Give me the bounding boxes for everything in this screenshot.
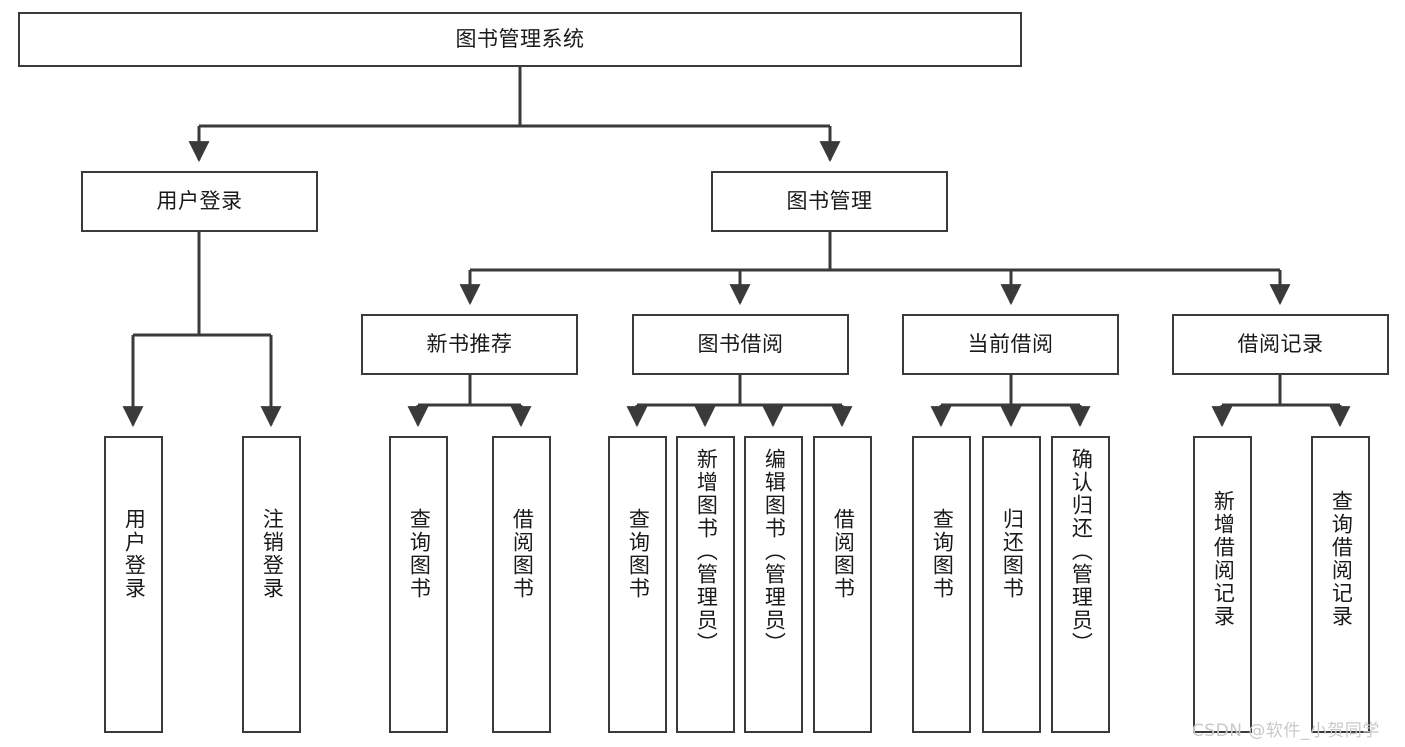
node-leaf-query-book-3-label: 查询图书 (930, 508, 955, 600)
node-current-borrow-label: 当前借阅 (967, 332, 1054, 357)
node-leaf-query-book-3[interactable]: 查询图书 (912, 436, 971, 733)
node-new-book-recommend[interactable]: 新书推荐 (361, 314, 578, 375)
node-leaf-logout-login[interactable]: 注销登录 (242, 436, 301, 733)
node-leaf-user-login[interactable]: 用户登录 (104, 436, 163, 733)
node-leaf-add-record-label: 新增借阅记录 (1211, 490, 1236, 628)
node-current-borrow[interactable]: 当前借阅 (902, 314, 1119, 375)
node-leaf-query-record[interactable]: 查询借阅记录 (1311, 436, 1370, 733)
node-leaf-query-book-1-label: 查询图书 (407, 508, 432, 600)
node-leaf-return-book[interactable]: 归还图书 (982, 436, 1041, 733)
node-leaf-logout-login-label: 注销登录 (260, 508, 285, 600)
node-leaf-add-book-label: 新增图书（管理员） (694, 448, 719, 655)
node-leaf-user-login-label: 用户登录 (122, 508, 147, 600)
node-root-label: 图书管理系统 (455, 27, 585, 52)
node-leaf-borrow-book-2[interactable]: 借阅图书 (813, 436, 872, 733)
node-root[interactable]: 图书管理系统 (18, 12, 1022, 67)
node-book-borrow[interactable]: 图书借阅 (632, 314, 849, 375)
node-leaf-query-book-2-label: 查询图书 (626, 508, 651, 600)
node-book-management-label: 图书管理 (786, 189, 873, 214)
node-leaf-confirm-return-label: 确认归还（管理员） (1069, 448, 1094, 655)
node-leaf-borrow-book-2-label: 借阅图书 (831, 508, 856, 600)
node-user-login[interactable]: 用户登录 (81, 171, 318, 232)
node-leaf-borrow-book-1[interactable]: 借阅图书 (492, 436, 551, 733)
node-leaf-confirm-return[interactable]: 确认归还（管理员） (1051, 436, 1110, 733)
node-leaf-query-book-1[interactable]: 查询图书 (389, 436, 448, 733)
node-leaf-edit-book-label: 编辑图书（管理员） (762, 448, 787, 655)
node-leaf-add-record[interactable]: 新增借阅记录 (1193, 436, 1252, 733)
node-book-borrow-label: 图书借阅 (697, 332, 784, 357)
node-leaf-query-book-2[interactable]: 查询图书 (608, 436, 667, 733)
node-leaf-borrow-book-1-label: 借阅图书 (510, 508, 535, 600)
node-user-login-label: 用户登录 (156, 189, 243, 214)
node-new-book-recommend-label: 新书推荐 (426, 332, 513, 357)
node-leaf-return-book-label: 归还图书 (1000, 508, 1025, 600)
node-book-management[interactable]: 图书管理 (711, 171, 948, 232)
node-leaf-add-book[interactable]: 新增图书（管理员） (676, 436, 735, 733)
node-leaf-edit-book[interactable]: 编辑图书（管理员） (744, 436, 803, 733)
node-leaf-query-record-label: 查询借阅记录 (1329, 490, 1354, 628)
node-borrow-record-label: 借阅记录 (1237, 332, 1324, 357)
node-borrow-record[interactable]: 借阅记录 (1172, 314, 1389, 375)
